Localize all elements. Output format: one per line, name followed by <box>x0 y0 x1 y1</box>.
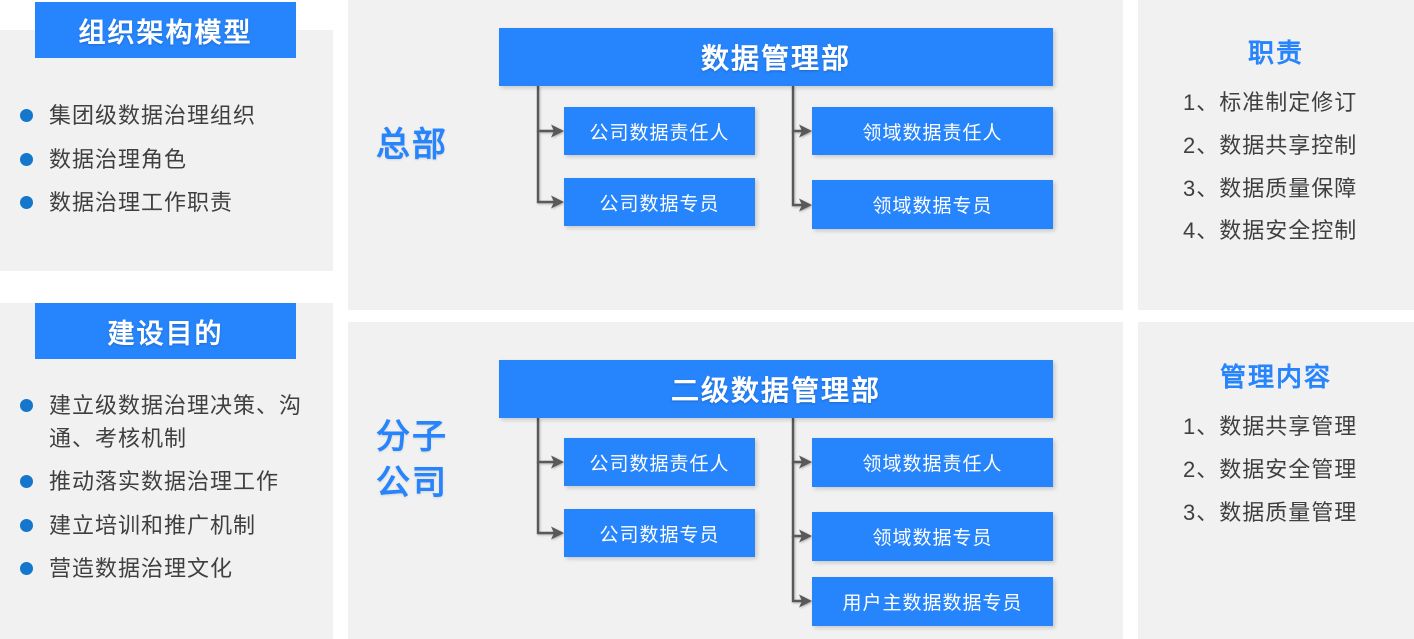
bullet-list-org-model: 集团级数据治理组织 数据治理角色 数据治理工作职责 <box>20 100 330 231</box>
bullet-dot-icon <box>20 196 33 210</box>
bullet-dot-icon <box>20 152 33 166</box>
box-secondary-data-management-dept[interactable]: 二级数据管理部 <box>499 360 1053 418</box>
box-hq-domain-data-owner[interactable]: 领域数据责任人 <box>812 107 1053 155</box>
list-item: 3、数据质量管理 <box>1183 499 1358 525</box>
list-item-label: 建立培训和推广机制 <box>49 512 257 538</box>
list-item: 建立级数据治理决策、沟通、考核机制 <box>20 390 330 455</box>
box-sub-company-data-owner[interactable]: 公司数据责任人 <box>564 438 755 486</box>
list-item: 4、数据安全控制 <box>1183 218 1358 244</box>
side-label-line-1: 分子 <box>376 418 448 456</box>
side-label-line-2: 公司 <box>376 463 448 502</box>
bullet-dot-icon <box>20 399 33 412</box>
box-hq-company-data-owner[interactable]: 公司数据责任人 <box>564 107 755 155</box>
box-sub-company-data-steward[interactable]: 公司数据专员 <box>564 509 755 557</box>
numbered-list-management-scope: 1、数据共享管理 2、数据安全管理 3、数据质量管理 <box>1138 412 1414 540</box>
list-item: 数据治理工作职责 <box>20 187 330 220</box>
left-panel-org-model <box>0 30 333 271</box>
side-label-subsidiary: 分子 公司 <box>357 415 467 507</box>
right-panel-responsibilities <box>1138 0 1414 310</box>
right-panel-management-scope <box>1138 322 1414 639</box>
bullet-dot-icon <box>20 562 33 576</box>
box-sub-domain-data-owner[interactable]: 领域数据责任人 <box>812 438 1053 487</box>
bullet-dot-icon <box>20 109 33 122</box>
list-item: 2、数据共享控制 <box>1183 132 1358 158</box>
list-item-label: 推动落实数据治理工作 <box>49 469 280 495</box>
list-item-label: 建立级数据治理决策、沟通、考核机制 <box>49 393 303 451</box>
list-item: 推动落实数据治理工作 <box>20 466 330 499</box>
box-sub-domain-data-steward[interactable]: 领域数据专员 <box>812 512 1053 561</box>
box-data-management-dept[interactable]: 数据管理部 <box>499 28 1053 86</box>
list-item: 1、数据共享管理 <box>1183 414 1358 439</box>
right-title-management-scope: 管理内容 <box>1219 362 1332 392</box>
badge-build-purpose: 建设目的 <box>35 303 296 359</box>
list-item-label: 集团级数据治理组织 <box>49 103 257 128</box>
box-hq-domain-data-steward[interactable]: 领域数据专员 <box>812 180 1053 229</box>
list-item: 集团级数据治理组织 <box>20 100 330 133</box>
list-item: 2、数据安全管理 <box>1183 456 1358 482</box>
right-title-responsibilities: 职责 <box>1247 38 1304 68</box>
bullet-list-build-purpose: 建立级数据治理决策、沟通、考核机制 推动落实数据治理工作 建立培训和推广机制 营… <box>20 390 330 597</box>
bullet-dot-icon <box>20 518 33 532</box>
side-label-headquarters: 总部 <box>376 126 448 164</box>
box-hq-company-data-steward[interactable]: 公司数据专员 <box>564 178 755 226</box>
bullet-dot-icon <box>20 475 33 489</box>
left-panel-build-purpose <box>0 303 333 639</box>
list-item: 1、标准制定修订 <box>1183 90 1358 115</box>
list-item: 3、数据质量保障 <box>1183 175 1358 201</box>
box-sub-user-master-data-steward[interactable]: 用户主数据数据专员 <box>812 577 1053 626</box>
badge-org-model: 组织架构模型 <box>35 2 296 58</box>
list-item: 数据治理角色 <box>20 144 330 177</box>
list-item-label: 营造数据治理文化 <box>49 556 234 582</box>
list-item: 营造数据治理文化 <box>20 553 330 586</box>
list-item-label: 数据治理角色 <box>49 146 188 172</box>
numbered-list-responsibilities: 1、标准制定修订 2、数据共享控制 3、数据质量保障 4、数据安全控制 <box>1138 88 1414 259</box>
list-item-label: 数据治理工作职责 <box>49 190 234 216</box>
list-item: 建立培训和推广机制 <box>20 510 330 543</box>
